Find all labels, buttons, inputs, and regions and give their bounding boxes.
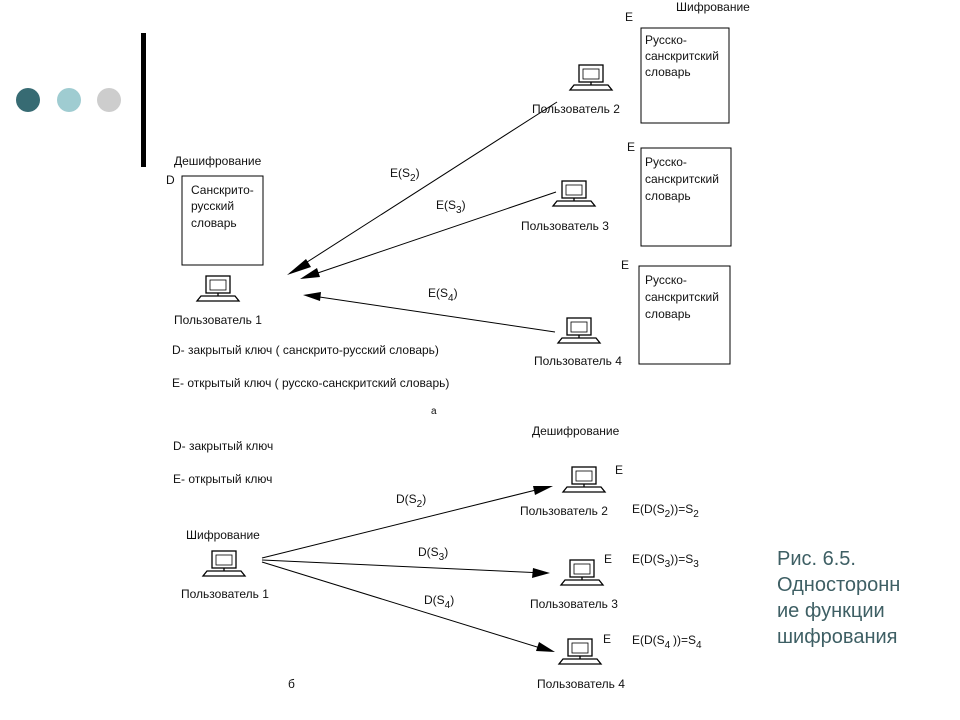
- computer-icon: [202, 550, 246, 577]
- computer-icon: [558, 638, 602, 665]
- b-arrow-label-2: D(S2): [396, 492, 426, 510]
- b-result-3: E(D(S3))=S3: [632, 552, 699, 570]
- decor-vertical-bar: [141, 33, 146, 167]
- a-sender-4-box-line-1: Русско-: [645, 273, 687, 287]
- b-receiver-4-e: E: [603, 632, 611, 646]
- a-sender-2-e: E: [625, 10, 633, 24]
- b-arrow-head-2: [533, 486, 553, 495]
- a-section-label: а: [431, 406, 437, 417]
- computer-icon: [569, 64, 613, 91]
- b-receiver-2-name: Пользователь 2: [520, 504, 608, 518]
- a-sender-2-dictionary-box: [640, 27, 730, 124]
- a-arrow-line-2: [289, 101, 558, 274]
- computer-icon: [562, 466, 606, 493]
- b-legend-e: E- открытый ключ: [173, 472, 272, 486]
- a-arrow-head-4: [303, 292, 321, 301]
- a-sender-2-name: Пользователь 2: [532, 102, 620, 116]
- b-result-4: E(D(S4 ))=S4: [632, 633, 702, 651]
- a-sender-3-box-line-1: Русско-: [645, 155, 687, 169]
- caption-line-1: Рис. 6.5.: [777, 548, 856, 570]
- b-arrow-label-4: D(S4): [424, 593, 454, 611]
- a-encrypt-title: Шифрование: [676, 0, 750, 14]
- caption-line-3: ие функции: [777, 600, 885, 622]
- a-sender-4-name: Пользователь 4: [534, 354, 622, 368]
- b-arrow-label-3: D(S3): [418, 545, 448, 563]
- decor-dot-2: [57, 88, 81, 112]
- decor-dot-3: [97, 88, 121, 112]
- a-arrow-line-4: [305, 294, 556, 333]
- a-legend-e: E- открытый ключ ( русско-санскритский с…: [172, 376, 449, 390]
- a-receiver-dictionary-box: [181, 175, 264, 266]
- computer-icon: [560, 559, 604, 586]
- a-arrow-label-4: E(S4): [428, 286, 458, 304]
- caption-line-2: Односторонн: [777, 574, 901, 596]
- b-receiver-3-e: E: [604, 552, 612, 566]
- b-arrow-line-4: [261, 561, 551, 652]
- a-arrow-head-3: [300, 268, 320, 279]
- a-legend-d: D- закрытый ключ ( санскрито-русский сло…: [172, 343, 439, 357]
- a-sender-4-e: E: [621, 258, 629, 272]
- a-sender-4-box-line-2: санскритский: [645, 290, 719, 304]
- decor-dot-1: [16, 88, 40, 112]
- b-decrypt-title: Дешифрование: [532, 424, 620, 438]
- b-section-label: б: [288, 677, 295, 691]
- a-receiver-name: Пользователь 1: [174, 313, 262, 327]
- a-sender-2-box-line-1: Русско-: [645, 33, 687, 47]
- figure-caption: Рис. 6.5. Односторонн ие функции шифрова…: [777, 546, 952, 650]
- b-arrow-line-2: [261, 486, 549, 559]
- a-sender-3-name: Пользователь 3: [521, 219, 609, 233]
- computer-icon: [557, 317, 601, 344]
- computer-icon: [196, 275, 240, 302]
- a-receiver-box-line-3: словарь: [191, 216, 237, 230]
- b-receiver-4-name: Пользователь 4: [537, 677, 625, 691]
- b-arrow-line-3: [261, 559, 545, 574]
- computer-icon: [552, 180, 596, 207]
- a-arrow-label-3: E(S3): [436, 198, 466, 216]
- a-sender-2-box-line-3: словарь: [645, 65, 691, 79]
- b-receiver-2-e: E: [615, 463, 623, 477]
- a-sender-3-dictionary-box: [640, 147, 732, 247]
- caption-line-4: шифрования: [777, 626, 898, 648]
- a-arrow-head-2: [287, 259, 311, 275]
- b-sender-name: Пользователь 1: [181, 587, 269, 601]
- a-decrypt-title: Дешифрование: [174, 154, 262, 168]
- b-sender-title: Шифрование: [186, 528, 260, 542]
- a-d-letter: D: [166, 173, 175, 187]
- b-arrow-head-4: [536, 642, 555, 652]
- a-sender-3-e: E: [627, 140, 635, 154]
- a-sender-2-box-line-2: санскритский: [645, 49, 719, 63]
- a-receiver-box-line-1: Санскрито-: [191, 183, 254, 197]
- b-legend-d: D- закрытый ключ: [173, 439, 273, 453]
- b-arrow-head-3: [532, 568, 550, 578]
- a-sender-4-box-line-3: словарь: [645, 307, 691, 321]
- a-receiver-box-line-2: русский: [191, 199, 234, 213]
- b-result-2: E(D(S2))=S2: [632, 502, 699, 520]
- a-sender-4-dictionary-box: [638, 265, 731, 365]
- b-receiver-3-name: Пользователь 3: [530, 597, 618, 611]
- a-sender-3-box-line-2: санскритский: [645, 172, 719, 186]
- a-arrow-label-2: E(S2): [390, 166, 420, 184]
- a-sender-3-box-line-3: словарь: [645, 189, 691, 203]
- a-arrow-line-3: [302, 191, 557, 279]
